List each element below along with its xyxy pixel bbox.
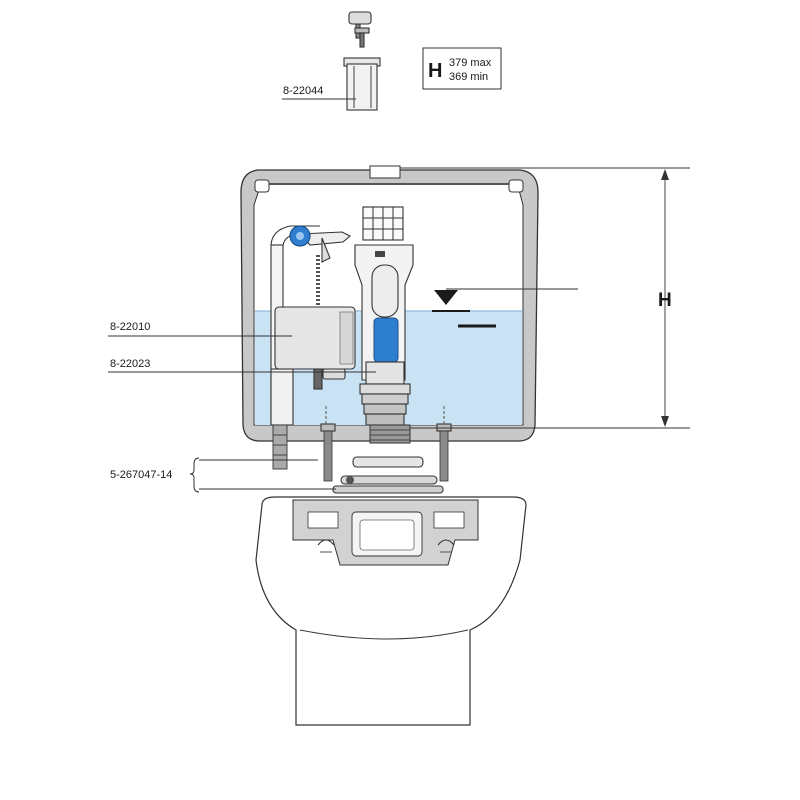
- tank-bolt-left: [320, 406, 336, 482]
- height-dimension-label: H: [658, 290, 672, 311]
- height-spec-symbol: H: [428, 60, 442, 82]
- flush-valve: [354, 206, 414, 444]
- flush-valve-label: 8-22023: [110, 358, 150, 370]
- toilet-bowl: [255, 496, 527, 726]
- gasket-set: [332, 456, 444, 494]
- fill-valve: [270, 225, 356, 426]
- flush-float-blue: [373, 317, 399, 363]
- fill-valve-label: 8-22010: [110, 321, 150, 333]
- height-spec-box: H 379 max 369 min: [422, 47, 502, 90]
- plunger-cylinder-icon: [343, 57, 381, 111]
- height-spec-max: 379 max: [449, 57, 492, 69]
- plunger-kit-label: 8-22044: [283, 85, 323, 97]
- screw-icon: [348, 11, 372, 48]
- water-level-symbol: [432, 288, 578, 328]
- height-spec-min: 369 min: [449, 71, 488, 83]
- bolt-set-label: 5-267047-14: [110, 469, 172, 481]
- plunger-kit-group: 8-22044: [282, 11, 381, 111]
- bolt-set-callout: 5-267047-14: [110, 457, 336, 493]
- fill-valve-callout: 8-22010: [108, 321, 292, 337]
- flush-valve-callout: 8-22023: [108, 358, 376, 373]
- inlet-connector: [272, 424, 288, 470]
- height-dimension: H: [400, 167, 690, 429]
- tank-bolt-right: [436, 406, 452, 482]
